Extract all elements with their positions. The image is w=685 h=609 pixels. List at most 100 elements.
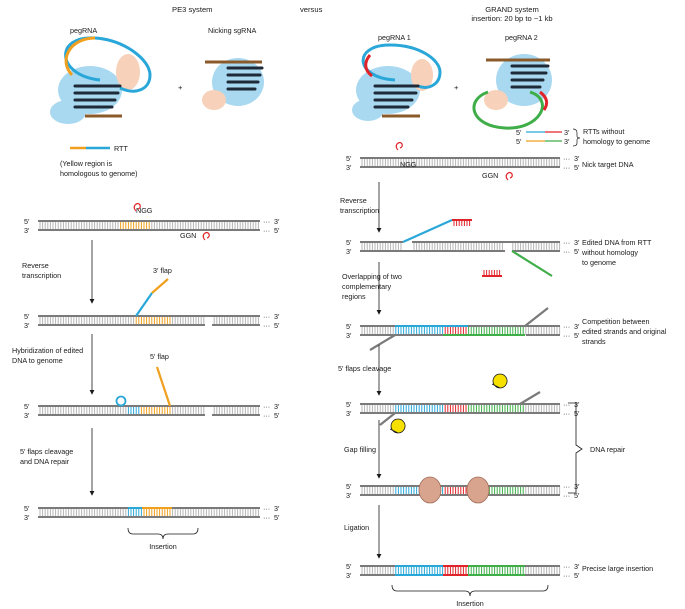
strand-five: 5′	[574, 331, 580, 340]
strand-three: 3′	[346, 409, 352, 418]
legend-brace	[572, 128, 581, 147]
strand-three: 3′	[346, 163, 352, 172]
original-flap	[524, 307, 549, 327]
scaffold-hairpins	[73, 84, 122, 109]
strand-dots: ···	[563, 482, 570, 491]
versus-label: versus	[300, 5, 323, 14]
edited-label: without homology	[581, 248, 638, 257]
strand-dots: ···	[563, 247, 570, 256]
pegrna-label: pegRNA	[70, 26, 97, 35]
strand-five: 5′	[574, 571, 580, 580]
cas9-lobe	[352, 99, 384, 121]
step-label: Reverse	[340, 196, 367, 205]
strand-dots: ···	[263, 321, 270, 330]
strand-three: 3′	[574, 322, 580, 331]
strand-dots: ···	[263, 411, 270, 420]
nickase-domain	[116, 54, 140, 90]
strand-five: 5′	[24, 312, 30, 321]
strand-dots: ···	[563, 163, 570, 172]
original-flap	[369, 334, 396, 351]
cas9-lobe	[50, 100, 86, 124]
insertion-label: Insertion	[456, 599, 484, 608]
strand-five: 5′	[346, 154, 352, 163]
yellow-note: homologous to genome)	[60, 169, 138, 178]
step-label: Gap filling	[344, 445, 376, 454]
exonuclease-icon	[491, 373, 508, 389]
edited-label: to genome	[582, 258, 616, 267]
strand-three: 3′	[574, 482, 580, 491]
strand-five: 5′	[346, 238, 352, 247]
strand-three: 3′	[24, 411, 30, 420]
cas9-cut-icon	[202, 231, 210, 241]
strand-three: 3′	[564, 137, 570, 146]
strand-five: 5′	[346, 400, 352, 409]
step-label: regions	[342, 292, 366, 301]
strand-five: 5′	[516, 137, 522, 146]
strand-three: 3′	[24, 321, 30, 330]
strand-dots: ···	[263, 217, 270, 226]
scaffold-hairpins	[226, 66, 264, 91]
step-label: transcription	[22, 271, 61, 280]
flap-5prime	[155, 366, 172, 407]
strand-dots: ···	[563, 562, 570, 571]
cas9-cut-icon	[505, 171, 513, 181]
strand-dots: ···	[263, 226, 270, 235]
ngg-label: NGG	[400, 160, 417, 169]
grand-pegrna1-complex: pegRNA 1	[352, 33, 442, 121]
pegrna1-label: pegRNA 1	[378, 33, 411, 42]
strand-dots: ···	[563, 154, 570, 163]
strand-five: 5′	[574, 409, 580, 418]
nickase-domain	[411, 59, 433, 91]
edited-label: Edited DNA from RTT	[582, 238, 652, 247]
exonuclease-icon	[389, 418, 406, 434]
scaffold-hairpins	[510, 64, 550, 89]
rtt-label: RTT	[114, 144, 128, 153]
strand-five: 5′	[274, 321, 280, 330]
rtt-loop	[472, 90, 544, 130]
original-flap	[519, 391, 541, 405]
rtt-note: homology to genome	[583, 137, 650, 146]
dna-repair-label: DNA repair	[590, 445, 626, 454]
homology-segment	[64, 36, 96, 77]
strand-dots: ···	[263, 312, 270, 321]
strand-five: 5′	[574, 247, 580, 256]
strand-three: 3′	[274, 402, 280, 411]
plus-sign: +	[178, 83, 183, 92]
step-label: 5′ flaps cleavage	[20, 447, 73, 456]
strand-five: 5′	[346, 322, 352, 331]
strand-five: 5′	[574, 491, 580, 500]
strand-three: 3′	[574, 562, 580, 571]
nicking-label: Nicking sgRNA	[208, 26, 257, 35]
nickase-domain	[202, 90, 226, 110]
dna-repair-bracket	[568, 402, 583, 494]
strand-three: 3′	[346, 331, 352, 340]
grand-title: GRAND system	[485, 5, 539, 14]
strand-three: 3′	[24, 513, 30, 522]
grand-pegrna2-complex: pegRNA 2	[472, 33, 552, 130]
polymerase-icon	[466, 476, 490, 504]
rtt-note: RTTs without	[583, 127, 624, 136]
red-segment	[539, 90, 549, 111]
strand-three: 3′	[574, 400, 580, 409]
step-label: transcription	[340, 206, 379, 215]
strand-five: 5′	[24, 402, 30, 411]
plus-sign: +	[454, 83, 459, 92]
grand-subtitle: insertion: 20 bp to ~1 kb	[471, 14, 552, 23]
competition-label: edited strands and original	[582, 327, 667, 336]
strand-three: 3′	[574, 238, 580, 247]
flap-3prime-homology	[151, 278, 169, 294]
step-label: Reverse	[22, 261, 49, 270]
original-flap	[379, 412, 396, 426]
strand-three: 3′	[274, 504, 280, 513]
scaffold-hairpins	[373, 84, 420, 109]
competition-label: strands	[582, 337, 606, 346]
pe3-pegrna-complex: pegRNA	[50, 26, 152, 124]
nickase-domain	[484, 90, 508, 110]
flap-3prime	[135, 292, 153, 317]
strand-five: 5′	[274, 513, 280, 522]
strand-five: 5′	[516, 128, 522, 137]
strand-three: 3′	[346, 571, 352, 580]
ggn-label: GGN	[482, 171, 498, 180]
cas9-cut-icon	[133, 202, 141, 212]
strand-dots: ···	[563, 331, 570, 340]
